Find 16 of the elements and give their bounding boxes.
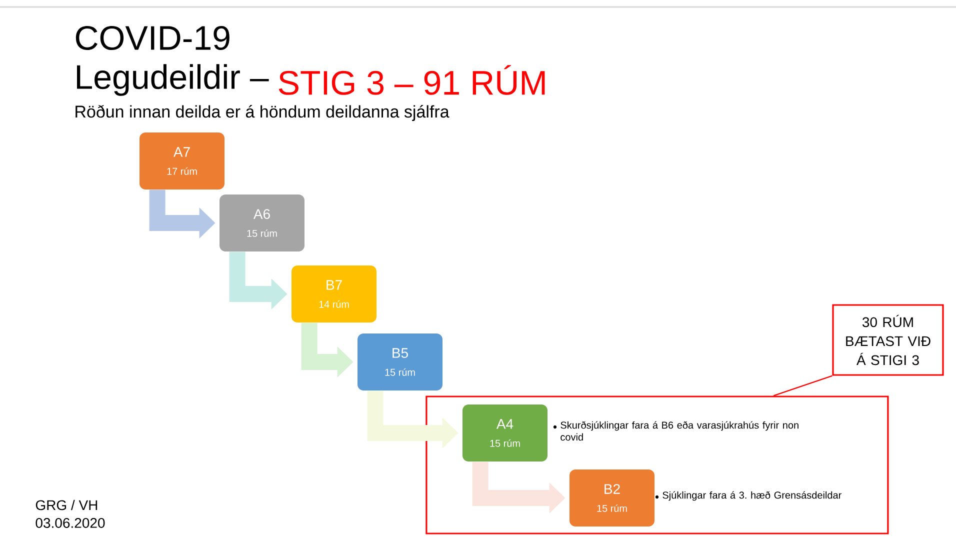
author-note: GRG / VH xyxy=(36,500,98,510)
unit-box: B2 15 rúm xyxy=(570,470,654,526)
leader-line xyxy=(773,375,832,396)
group-frame xyxy=(426,396,889,534)
heading: Legudeildir – xyxy=(77,64,269,96)
title: COVID-19 xyxy=(76,26,230,50)
date: 03.06.2020 xyxy=(36,518,105,528)
unit-box: A7 17 rúm xyxy=(140,132,224,190)
stage-heading: STIG 3 – 91 RÚM xyxy=(278,65,545,95)
unit-box: B7 14 rúm xyxy=(292,266,376,322)
bullet-text: Sjúklingar fara á 3. hæð Grensásdeildar xyxy=(662,491,842,501)
unit-box: B5 15 rúm xyxy=(358,334,442,390)
callout-box: 30 RÚM BÆTAST VIÐ Á STIGI 3 xyxy=(832,304,944,376)
unit-box: A6 15 rúm xyxy=(220,194,304,252)
unit-box: A4 15 rúm xyxy=(462,404,548,462)
bullet-text: Skurðsjúklingar fara á B6 eða varasjúkrahús fyrir non covid xyxy=(560,421,798,441)
